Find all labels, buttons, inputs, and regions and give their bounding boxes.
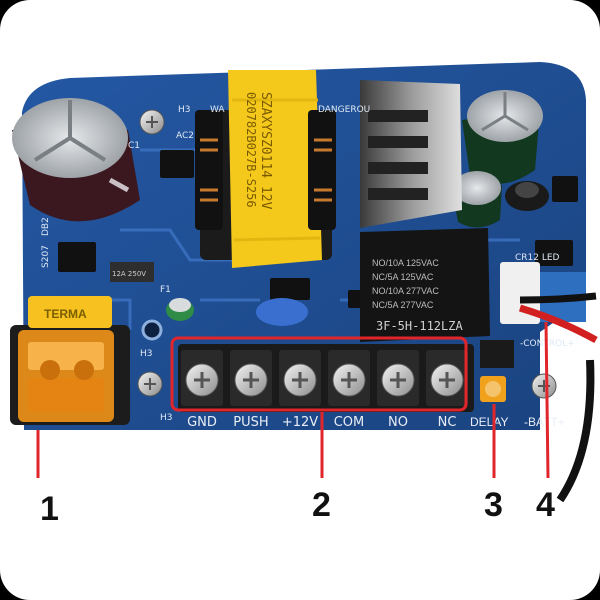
silk-cr12: CR12 LED (515, 253, 560, 263)
capacitor-black (505, 181, 549, 211)
capacitor-green-1 (462, 90, 543, 184)
silk-h3c: H3 (160, 413, 173, 423)
silk-ac2: AC2 (176, 131, 194, 141)
mount-screw-top (139, 109, 165, 135)
callout-number-2: 2 (312, 486, 331, 524)
terminal-label-nc: NC (438, 415, 457, 430)
delay-label: DELAY (470, 415, 508, 429)
battery-label: -BATT+ (524, 415, 565, 429)
relay-rating-2: NC/5A 125VAC (372, 272, 434, 282)
callout-line-4 (544, 321, 550, 479)
terminal-cap (480, 340, 514, 368)
silk-h3: H3 (178, 105, 191, 115)
silk-h3b: H3 (140, 349, 153, 359)
transformer-label-1: SZAXYSZ0114 12V (258, 92, 273, 210)
relay-rating-3: NO/10A 277VAC (372, 286, 439, 296)
silk-c1: C1 (128, 141, 140, 151)
fuse-holder: TERMA (10, 296, 130, 425)
terminal-screw-nc (426, 350, 468, 406)
terminal-label-gnd: GND (187, 415, 217, 430)
control-connector (500, 262, 598, 503)
fuse-cover-label: TERMA (44, 307, 87, 321)
terminal-screw-12v (279, 350, 321, 406)
relay-rating-4: NC/5A 277VAC (372, 300, 434, 310)
capacitor-green-2 (452, 171, 502, 228)
callout-number-3: 3 (484, 486, 503, 524)
silk-danger: DANGEROU (318, 105, 370, 115)
terminal-label-no: NO (388, 415, 408, 430)
transformer-label-2: 020782B027B-S256 (244, 92, 258, 208)
rectifier (110, 262, 154, 282)
fuse-rating-label: 12A 250V (112, 270, 146, 278)
silk-warning: WA (210, 105, 225, 115)
terminal-label-12v: +12V (282, 415, 318, 430)
callout-markers (36, 321, 550, 479)
ceramic-capacitor (256, 298, 308, 326)
silk-db2: DB2 (41, 217, 51, 236)
terminal-label-com: COM (334, 415, 365, 430)
heatsink (360, 80, 462, 228)
terminal-highlight (170, 336, 468, 412)
terminal-label-push: PUSH (233, 415, 268, 430)
mount-screw-right (531, 373, 557, 399)
relay-rating-1: NO/10A 125VAC (372, 258, 439, 268)
mount-hole (141, 319, 163, 341)
terminal-screw-push (230, 350, 272, 406)
terminal-block (178, 344, 474, 412)
terminal-screw-gnd (181, 350, 223, 406)
transformer: SZAXYSZ0114 12V 020782B027B-S256 (195, 70, 336, 268)
mount-screw-left (137, 371, 163, 397)
silk-f1: F1 (160, 285, 171, 295)
callout-number-4: 4 (536, 486, 555, 524)
capacitor-small-green (166, 298, 194, 321)
relay: NO/10A 125VAC NC/5A 125VAC NO/10A 277VAC… (360, 228, 490, 342)
callout-number-1: 1 (40, 490, 59, 528)
terminal-screw-com (328, 350, 370, 406)
delay-potentiometer (480, 376, 506, 402)
relay-model: 3F-5H-112LZA (376, 319, 463, 333)
silk-s207: S207 (41, 245, 51, 268)
capacitor-large (12, 98, 140, 222)
terminal-screw-no (377, 350, 419, 406)
